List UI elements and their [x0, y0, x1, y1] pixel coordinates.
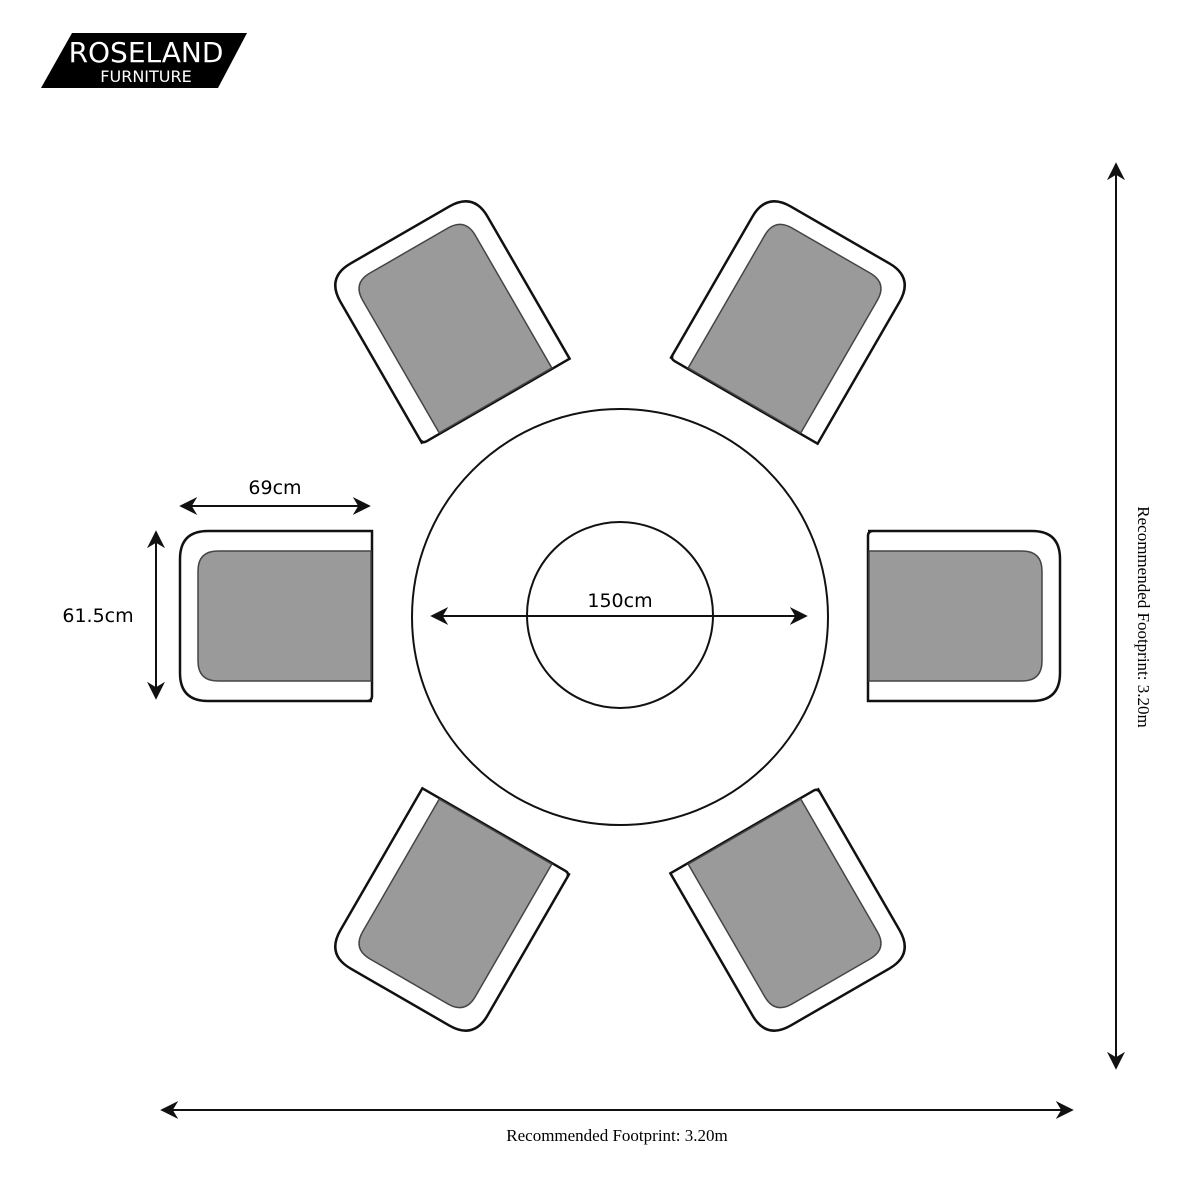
chair-cushion — [197, 550, 372, 682]
chair-bottom-right — [668, 787, 906, 1032]
chair-right — [866, 529, 1062, 703]
footprint-vertical-label: Recommended Footprint: 3.20m — [1134, 506, 1153, 727]
chair-cushion — [687, 223, 882, 434]
chair-width-label: 69cm — [248, 477, 301, 499]
chairs — [178, 200, 1062, 1032]
chair-top-right — [669, 200, 906, 446]
chair-cushion — [358, 798, 553, 1009]
chair-cushion — [358, 223, 553, 434]
chair-left — [178, 529, 374, 703]
logo-brand: ROSELAND — [69, 36, 224, 69]
chair-cushion — [868, 550, 1043, 682]
table-top — [411, 408, 829, 826]
chair-bottom-left — [334, 786, 571, 1032]
table-diameter-label: 150cm — [587, 590, 652, 612]
chair-top-left — [334, 200, 572, 445]
roseland-logo: ROSELAND FURNITURE — [41, 33, 247, 88]
footprint-horizontal-label: Recommended Footprint: 3.20m — [506, 1126, 727, 1145]
chair-cushion — [687, 798, 882, 1009]
chair-depth-label: 61.5cm — [62, 605, 133, 627]
logo-sub: FURNITURE — [100, 67, 191, 86]
